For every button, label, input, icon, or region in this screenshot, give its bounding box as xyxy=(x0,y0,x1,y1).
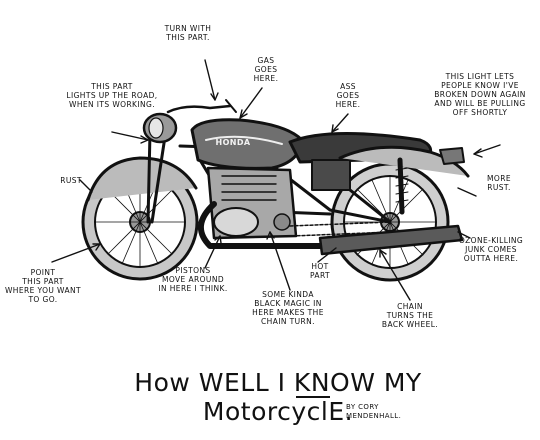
annotation-taillight: This light lets people know I've broken … xyxy=(434,72,526,117)
annotation-black-magic: Some kinda black magic in here makes the… xyxy=(252,290,324,326)
annotation-gas-goes-here: Gas goes here. xyxy=(253,56,279,83)
annotation-more-rust: More Rust. xyxy=(487,174,511,192)
annotation-point-this-part: Point this part where you want to go. xyxy=(4,268,81,304)
page-title: How WELL I KNOW MY MotorcyclE. xyxy=(134,368,422,426)
annotation-pistons: Pistons move around in here I think. xyxy=(158,266,228,293)
tank-brand-label: HONDA xyxy=(215,138,251,147)
annotation-ozone-killing-junk: Ozone-killing junk comes outta here. xyxy=(458,236,524,263)
annotation-turn-with-this-part: Turn with this part. xyxy=(164,24,212,42)
annotation-rust: Rust. xyxy=(60,176,84,185)
author-byline: By Cory Mendenhall. xyxy=(346,403,402,420)
annotation-headlight: This part lights up the road, when its w… xyxy=(66,82,158,109)
annotation-chain: Chain turns the back wheel. xyxy=(381,302,439,329)
headlight xyxy=(142,112,178,144)
annotation-ass-goes-here: Ass goes here. xyxy=(335,82,361,109)
annotation-hot-part: Hot part xyxy=(309,262,331,280)
annotation-arrows xyxy=(51,59,501,301)
title-underline xyxy=(296,396,330,398)
engine xyxy=(206,166,298,240)
exhaust xyxy=(198,201,464,256)
